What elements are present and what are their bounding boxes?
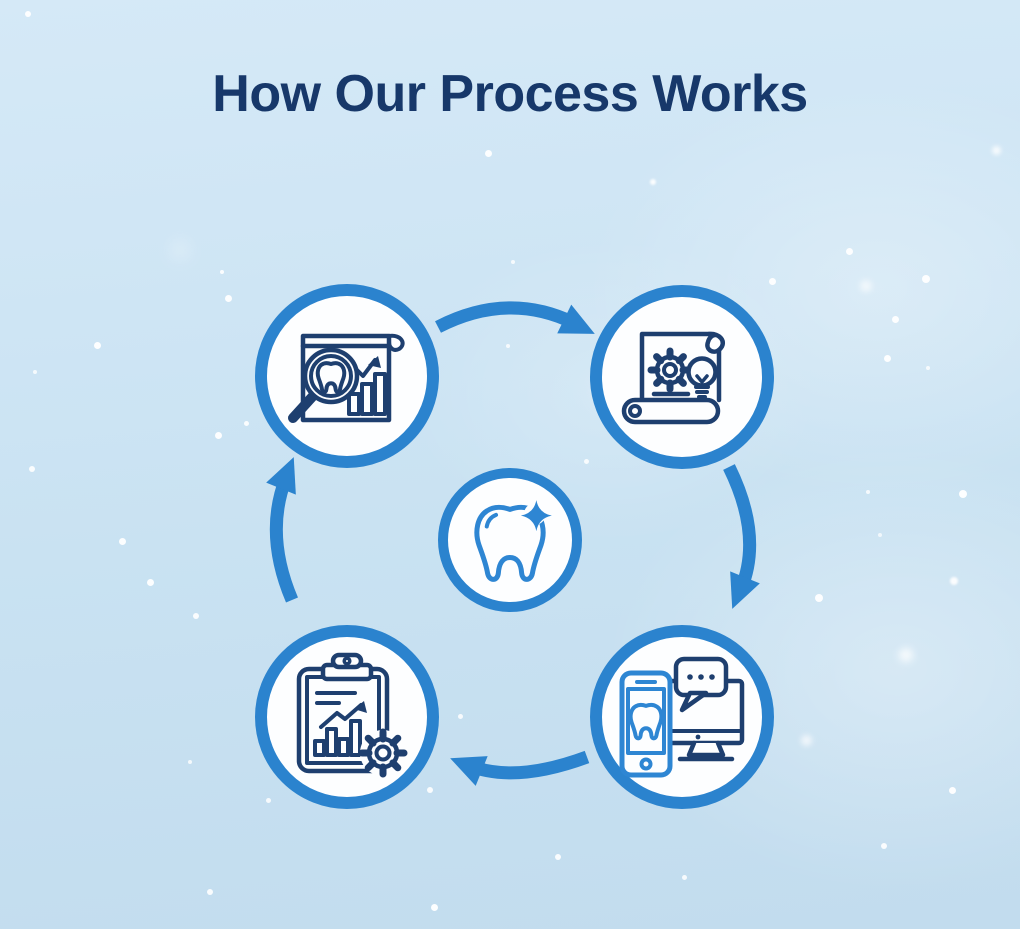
snow-dot	[866, 490, 870, 494]
flow-arrow-top	[435, 301, 595, 334]
snow-dot	[845, 247, 853, 255]
snow-dot	[878, 533, 882, 537]
snow-dot	[118, 537, 126, 545]
snow-dot	[220, 270, 224, 274]
snow-dot	[93, 341, 101, 349]
flow-arrow-bottom	[450, 750, 590, 786]
step-circle-reporting	[255, 625, 439, 809]
step-circle-analysis	[255, 284, 439, 468]
snow-dot	[207, 889, 213, 895]
snow-dot	[899, 648, 913, 662]
strategy-scroll-gear-lightbulb-icon	[621, 331, 726, 425]
marketing-phone-monitor-chat-icon	[619, 656, 745, 778]
snow-dot	[800, 734, 812, 746]
sparkling-tooth-icon	[477, 500, 552, 579]
snow-dot	[650, 179, 656, 185]
snow-dot	[681, 874, 687, 880]
snow-dot	[171, 241, 189, 259]
snow-dot	[457, 713, 463, 719]
snow-dot	[427, 787, 433, 793]
snow-dot	[881, 843, 887, 849]
center-circle-dental-brand	[438, 468, 582, 612]
snow-dot	[29, 466, 35, 472]
chat-bubble-icon	[673, 656, 729, 713]
snow-dot	[959, 490, 967, 498]
snow-dot	[926, 366, 930, 370]
snow-dot	[948, 786, 956, 794]
step-circle-strategy	[590, 285, 774, 469]
snow-dot	[768, 277, 776, 285]
gear-icon	[358, 728, 408, 778]
gear-icon	[647, 347, 693, 393]
snow-dot	[555, 854, 561, 860]
phone-tooth-icon	[619, 670, 673, 778]
snow-dot	[224, 294, 232, 302]
snow-dot	[484, 149, 492, 157]
snow-dot	[815, 594, 823, 602]
snow-dot	[188, 760, 192, 764]
snow-dot	[922, 275, 930, 283]
snow-dot	[883, 354, 891, 362]
report-clipboard-growth-gear-icon	[296, 652, 408, 778]
snow-dot	[430, 903, 438, 911]
snow-dot	[214, 431, 222, 439]
snow-dot	[860, 280, 872, 292]
snow-dot	[146, 578, 154, 586]
snow-dot	[950, 577, 958, 585]
snow-dot	[193, 613, 199, 619]
snow-dot	[583, 458, 589, 464]
lightbulb-icon	[686, 356, 718, 399]
snow-dot	[511, 260, 515, 264]
snow-dot	[991, 145, 1001, 155]
snow-dot	[891, 315, 899, 323]
snow-dot	[25, 11, 31, 17]
snow-dot	[243, 420, 249, 426]
flow-arrow-right	[723, 464, 760, 609]
snow-dot	[33, 370, 37, 374]
flow-arrow-left	[266, 457, 298, 603]
snow-dot	[506, 344, 510, 348]
snow-dot	[265, 797, 271, 803]
analysis-magnifier-tooth-chart-icon	[288, 333, 405, 423]
step-circle-marketing	[590, 625, 774, 809]
page-title: How Our Process Works	[212, 65, 808, 123]
